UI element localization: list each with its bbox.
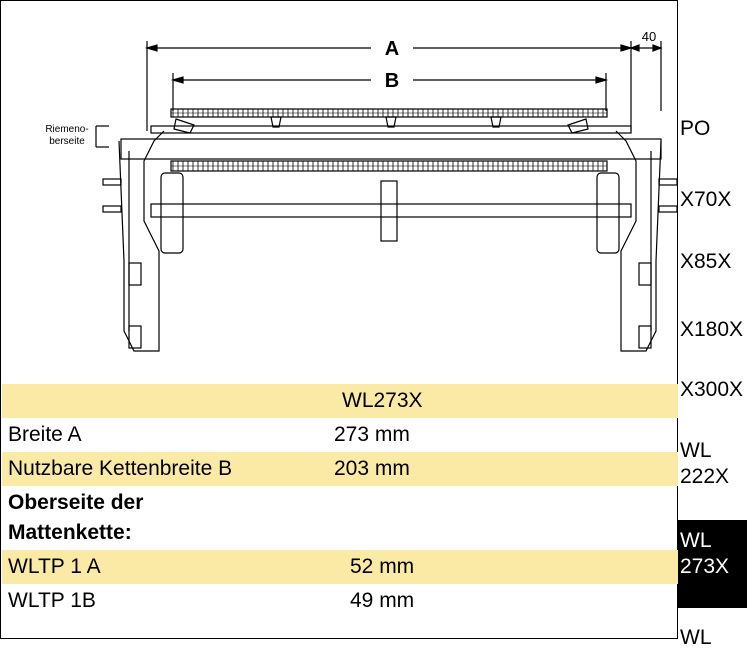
table-row: WLTP 1B 49 mm <box>2 584 678 618</box>
row-value: 52 mm <box>350 555 415 578</box>
right-side-frame <box>615 130 662 352</box>
sidebar-item-label: WL 273X <box>680 529 730 578</box>
sidebar-item-x85x[interactable]: X85X <box>680 250 732 273</box>
left-side-frame <box>118 130 165 352</box>
conveyor-drawing-svg: A B 40 Riemeno- berseite <box>45 29 678 352</box>
row-value: 273 mm <box>334 423 410 446</box>
dim-b-label: B <box>385 70 399 92</box>
table-row: WLTP 1 A 52 mm <box>2 550 678 584</box>
belt-side-label-line1: Riemeno- <box>45 124 88 135</box>
row-label: WLTP 1 A <box>8 555 101 578</box>
sidebar-item-wl222x[interactable]: WL 222X <box>680 439 730 488</box>
dim-40-label: 40 <box>642 29 656 44</box>
dim-a-arrow-right <box>620 44 634 52</box>
row-label: Breite A <box>8 423 82 446</box>
section-header-row: Oberseite der Mattenkette: <box>2 486 678 550</box>
table-title: WL273X <box>342 389 423 412</box>
main-frame-beam <box>120 138 662 160</box>
table-title-row: WL273X <box>2 384 678 418</box>
section-header: Oberseite der Mattenkette: <box>8 491 144 544</box>
row-value: 203 mm <box>334 457 410 480</box>
sidebar-item-x300x[interactable]: X300X <box>680 378 744 401</box>
sidebar-item-x70x[interactable]: X70X <box>680 188 732 211</box>
row-label: Nutzbare Kettenbreite B <box>8 457 233 480</box>
model-sidebar: PO X70X X85X X180X X300X WL 222X WL 273X… <box>678 0 747 649</box>
table-row: Nutzbare Kettenbreite B 203 mm <box>2 452 678 486</box>
belt-side-label-line2: berseite <box>49 136 85 147</box>
center-hub <box>380 180 398 242</box>
dim-a-arrow-left <box>144 44 158 52</box>
sidebar-item-wl273x[interactable]: WL 273X <box>678 520 747 608</box>
technical-drawing: A B 40 Riemeno- berseite <box>1 1 679 384</box>
row-value: 49 mm <box>350 589 415 612</box>
document-frame: A B 40 Riemeno- berseite WL273X Breite A… <box>0 0 678 639</box>
table-row: Breite A 273 mm <box>2 418 678 452</box>
row-label: WLTP 1B <box>8 589 96 612</box>
dim-a-label: A <box>385 38 399 60</box>
drive-shaft <box>150 203 632 218</box>
sidebar-item-po[interactable]: PO <box>680 117 711 140</box>
sidebar-item-x180x[interactable]: X180X <box>680 318 744 341</box>
top-frame-bar <box>150 125 632 134</box>
spec-table: WL273X Breite A 273 mm Nutzbare Kettenbr… <box>2 384 678 618</box>
sidebar-item-wl[interactable]: WL <box>680 626 712 649</box>
